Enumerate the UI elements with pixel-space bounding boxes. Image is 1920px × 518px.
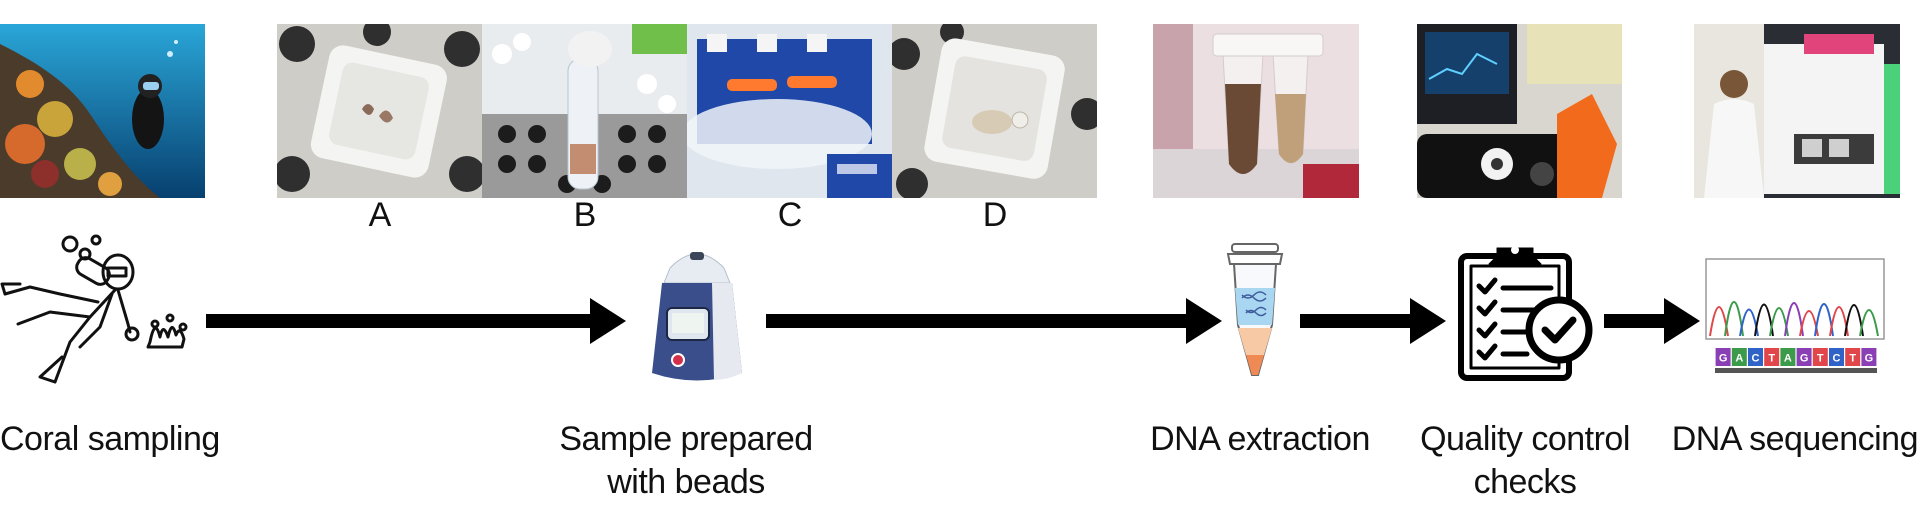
sequence-letter: A	[1784, 353, 1792, 365]
panel-letter-c: C	[777, 196, 803, 234]
sequence-letter: G	[1800, 353, 1809, 365]
step-label-line: DNA extraction	[1150, 420, 1370, 458]
photo-panel-b	[482, 24, 687, 198]
sequence-tile	[1764, 348, 1780, 366]
sequence-letter: A	[1735, 353, 1743, 365]
photo-sequencing-lab	[1694, 24, 1900, 198]
sequence-tile	[1780, 348, 1796, 366]
scuba-diver-icon	[0, 232, 200, 392]
photo-panel-a	[277, 24, 482, 198]
arrow-sampling-to-bead-prep	[206, 298, 626, 349]
sequence-letter: C	[1833, 353, 1841, 365]
sequence-tile	[1812, 348, 1828, 366]
sequence-letter: T	[1768, 353, 1775, 365]
step-label-line: Sample prepared	[559, 420, 813, 458]
step-label-dna-sequencing: DNA sequencing	[1666, 418, 1919, 461]
photo-panel-d	[892, 24, 1097, 198]
photo-panel-c	[687, 24, 892, 198]
sequence-tile	[1845, 348, 1861, 366]
step-label-sample-prepared: Sample prepared with beads	[545, 418, 827, 504]
photo-dna-extraction-tubes	[1153, 24, 1359, 198]
sequence-tile	[1861, 348, 1877, 366]
bead-mill-homogenizer-icon	[642, 238, 752, 388]
sequence-tile	[1748, 348, 1763, 366]
photo-quality-control-instrument	[1417, 24, 1622, 198]
sequence-letter: C	[1752, 353, 1760, 365]
panel-letter-a: A	[368, 196, 392, 234]
microcentrifuge-tube-dna-icon	[1220, 240, 1290, 380]
sequence-letter: T	[1817, 353, 1824, 365]
step-label-line: checks	[1473, 463, 1577, 501]
step-label-line: Quality control	[1420, 420, 1630, 458]
arrow-bead-prep-to-extraction	[766, 298, 1222, 349]
sequence-tile	[1829, 348, 1844, 366]
sequence-letter: G	[1865, 353, 1874, 365]
arrow-qc-to-sequencing	[1604, 298, 1700, 349]
panel-letter-b: B	[573, 196, 597, 234]
sequence-letter: T	[1849, 353, 1856, 365]
step-label-line: with beads	[607, 463, 765, 501]
step-label-line: DNA sequencing	[1671, 420, 1919, 458]
step-label-line: Coral sampling	[0, 420, 220, 458]
sequence-tile	[1796, 348, 1812, 366]
step-label-quality-control: Quality control checks	[1405, 418, 1645, 504]
clipboard-checklist-icon	[1455, 242, 1595, 382]
step-label-dna-extraction: DNA extraction	[1140, 418, 1380, 461]
panel-letter-d: D	[982, 196, 1008, 234]
sequence-letter: G	[1719, 353, 1728, 365]
photo-coral-diver	[0, 24, 205, 198]
step-label-coral-sampling: Coral sampling	[0, 418, 220, 461]
sequence-tile	[1731, 348, 1747, 366]
sequence-tile	[1715, 348, 1731, 366]
arrow-extraction-to-qc	[1300, 298, 1446, 349]
